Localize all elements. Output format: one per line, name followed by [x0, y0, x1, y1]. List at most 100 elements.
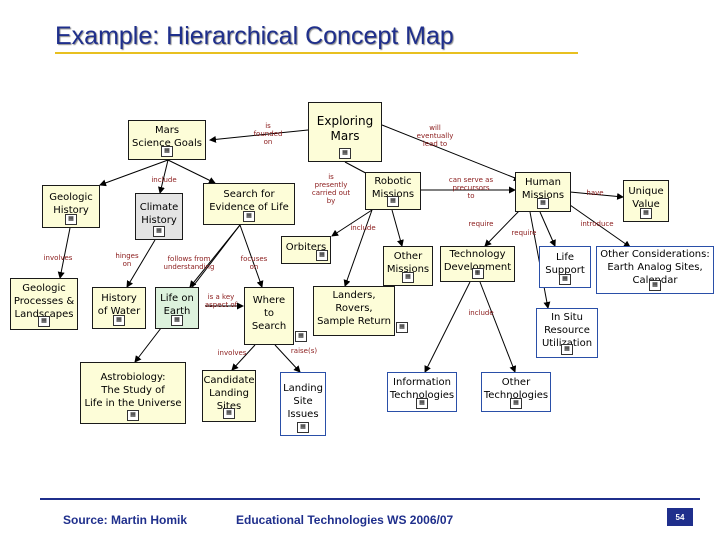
concept-label: Mars Science Goals: [132, 125, 202, 149]
submap-icon[interactable]: ▦: [316, 250, 328, 261]
concept-label: In Situ Resource Utilization: [541, 311, 593, 349]
submap-icon[interactable]: ▦: [537, 198, 549, 209]
concept-human-missions[interactable]: Human Missions ▦: [515, 172, 571, 212]
link-label-require-2: require: [511, 229, 537, 237]
link-label-have: have: [586, 189, 604, 197]
link-tech-to-info: [424, 281, 471, 373]
concept-label: Search for Evidence of Life: [209, 189, 289, 213]
link-label-introduce: introduce: [580, 220, 614, 228]
link-label-include-tech: include: [468, 309, 494, 317]
concept-unique-value[interactable]: Unique Value ▦: [623, 180, 669, 222]
concept-landers-rovers[interactable]: Landers, Rovers, Sample Return ▦: [313, 286, 408, 336]
submap-icon[interactable]: ▦: [396, 322, 408, 333]
link-where-to-issues: [274, 344, 301, 373]
submap-icon[interactable]: ▦: [510, 398, 522, 409]
concept-label: Orbiters: [285, 241, 327, 253]
link-label-involves-2: involves: [217, 349, 247, 357]
link-human-to-tech: [484, 209, 521, 247]
link-search-to-where: [239, 224, 264, 288]
concept-exploring-mars[interactable]: Exploring Mars ▦: [308, 102, 382, 162]
footer-course: Educational Technologies WS 2006/07: [236, 513, 454, 527]
submap-icon[interactable]: ▦: [561, 344, 573, 355]
link-label-is-founded-on: is founded on: [253, 122, 283, 146]
concept-other-considerations[interactable]: Other Considerations: Earth Analog Sites…: [596, 246, 714, 294]
link-label-raises: raise(s): [290, 347, 318, 355]
link-robotic-to-other-missions: [391, 209, 404, 247]
link-label-can-serve-as-precursors: can serve as precursors to: [448, 176, 494, 200]
concept-label: Life on Earth: [160, 293, 194, 317]
concept-geologic-history[interactable]: Geologic History ▦: [42, 185, 100, 228]
link-robotic-to-orbiters: [331, 209, 373, 237]
link-label-include-mid: include: [350, 224, 376, 232]
concept-label: Technology Development: [444, 249, 511, 273]
concept-label: Information Technologies: [389, 377, 455, 401]
link-human-to-other-considerations: [569, 204, 631, 248]
link-label-follows-from-understanding: follows from understanding: [163, 255, 215, 271]
submap-icon[interactable]: ▦: [297, 422, 309, 433]
concept-search-for-evidence-of-life[interactable]: Search for Evidence of Life ▦: [203, 183, 295, 225]
concept-history-of-water[interactable]: History of Water ▦: [92, 287, 146, 329]
concept-label: Life Support: [545, 252, 585, 276]
concept-label: Landing Site Issues: [283, 382, 323, 420]
submap-icon[interactable]: ▦: [38, 316, 50, 327]
concept-label: History of Water: [97, 293, 141, 317]
concept-climate-history[interactable]: Climate History ▦: [135, 193, 183, 240]
concept-other-technologies[interactable]: Other Technologies ▦: [481, 372, 551, 412]
concept-orbiters[interactable]: Orbiters ▦: [281, 236, 331, 264]
link-climate-to-water: [126, 239, 156, 288]
footer-rule: [40, 498, 700, 500]
submap-icon[interactable]: ▦: [649, 280, 661, 291]
concept-label: Unique Value: [628, 186, 664, 210]
link-label-focuses-on: focuses on: [240, 255, 268, 271]
concept-life-on-earth[interactable]: Life on Earth ▦: [155, 287, 199, 329]
submap-icon[interactable]: ▦: [153, 226, 165, 237]
link-human-to-life-support: [539, 211, 556, 247]
concept-label: Geologic Processes & Landscapes: [13, 282, 75, 320]
submap-icon[interactable]: ▦: [65, 214, 77, 225]
submap-icon[interactable]: ▦: [471, 268, 484, 279]
concept-other-missions[interactable]: Other Missions ▦: [383, 246, 433, 286]
concept-label: Candidate Landing Sites: [203, 374, 255, 412]
concept-robotic-missions[interactable]: Robotic Missions ▦: [365, 172, 421, 210]
concept-landing-site-issues[interactable]: Landing Site Issues ▦: [280, 372, 326, 436]
link-robotic-to-landers: [343, 209, 373, 287]
concept-mars-science-goals[interactable]: Mars Science Goals ▦: [128, 120, 206, 160]
submap-icon[interactable]: ▦: [223, 408, 235, 419]
concept-information-technologies[interactable]: Information Technologies ▦: [387, 372, 457, 412]
submap-icon[interactable]: ▦: [387, 196, 399, 207]
link-goals-to-search: [167, 159, 216, 184]
submap-icon[interactable]: ▦: [402, 272, 414, 283]
link-label-is-presently-carried-out-by: is presently carried out by: [311, 173, 351, 205]
submap-icon[interactable]: ▦: [113, 315, 125, 326]
link-geologic-to-processes: [57, 227, 71, 279]
link-label-involves-1: involves: [43, 254, 73, 262]
submap-icon[interactable]: ▦: [161, 146, 173, 157]
concept-candidate-landing-sites[interactable]: Candidate Landing Sites ▦: [202, 370, 256, 422]
submap-icon[interactable]: ▦: [559, 274, 571, 285]
footer-source: Source: Martin Homik: [63, 513, 188, 527]
concept-in-situ-resource-utilization[interactable]: In Situ Resource Utilization ▦: [536, 308, 598, 358]
submap-icon[interactable]: ▦: [171, 315, 183, 326]
submap-icon[interactable]: ▦: [243, 211, 255, 222]
slide-title: Example: Hierarchical Concept Map: [55, 22, 454, 50]
link-label-will-eventually-lead-to: will eventually lead to: [416, 124, 454, 148]
concept-life-support[interactable]: Life Support ▦: [539, 246, 591, 288]
concept-where-to-search[interactable]: Where to Search ▦: [244, 287, 307, 345]
link-label-hinges-on: hinges on: [115, 252, 139, 268]
submap-icon[interactable]: ▦: [295, 331, 307, 342]
concept-label: Astrobiology: The Study of Life in the U…: [84, 371, 182, 409]
concept-label: Human Missions: [521, 177, 565, 201]
concept-label: Where to Search: [251, 294, 287, 332]
submap-icon[interactable]: ▦: [339, 148, 351, 159]
submap-icon[interactable]: ▦: [416, 398, 428, 409]
title-underline: [55, 52, 578, 54]
concept-technology-development[interactable]: Technology Development ▦: [440, 246, 515, 282]
concept-label: Geologic History: [49, 191, 93, 216]
concept-astrobiology[interactable]: Astrobiology: The Study of Life in the U…: [80, 362, 186, 424]
concept-label: Landers, Rovers, Sample Return: [317, 289, 391, 327]
concept-geologic-processes[interactable]: Geologic Processes & Landscapes ▦: [10, 278, 78, 330]
link-exploring-to-goals: [209, 129, 309, 143]
submap-icon[interactable]: ▦: [127, 410, 139, 421]
concept-label: Robotic Missions: [371, 176, 415, 200]
submap-icon[interactable]: ▦: [640, 208, 652, 219]
